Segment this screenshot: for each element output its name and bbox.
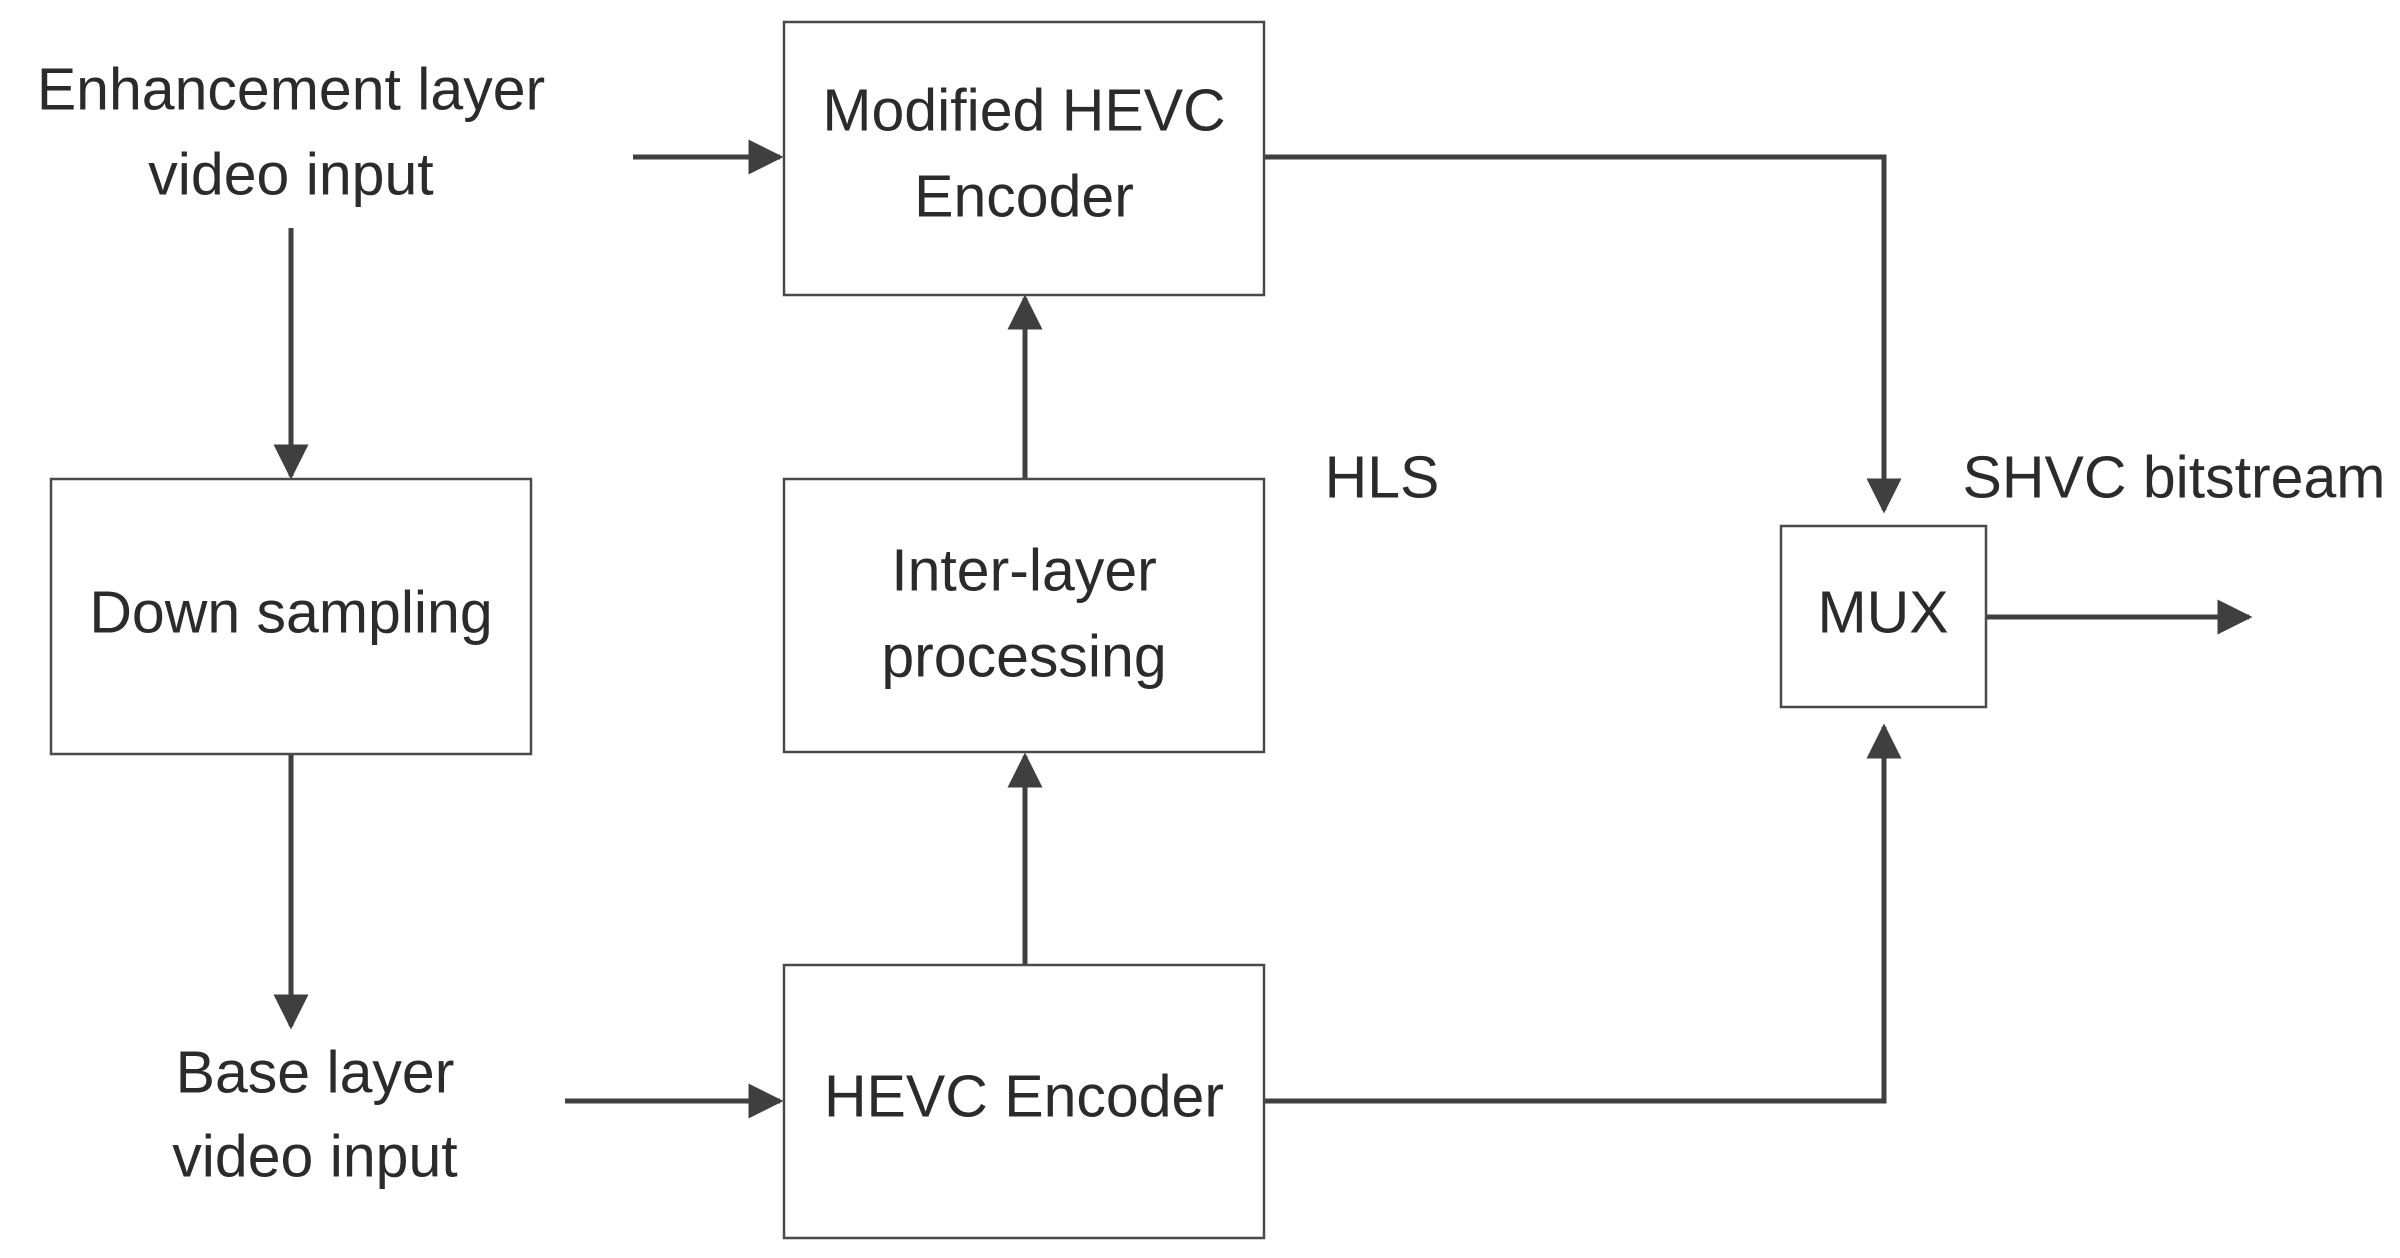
modified-hevc-encoder-label-line1: Modified HEVC (822, 78, 1225, 144)
mux-node: MUX (1779, 524, 1988, 709)
edge-modified-encoder-to-mux (1264, 154, 1902, 514)
base-layer-input-label: Base layer video input (172, 1040, 457, 1190)
base-layer-input-line1: Base layer (176, 1040, 455, 1106)
modified-hevc-encoder-node: Modified HEVC Encoder (782, 20, 1266, 297)
enhancement-layer-input-label: Enhancement layer video input (37, 57, 545, 208)
inter-layer-processing-label-line2: processing (881, 624, 1166, 690)
enhancement-layer-input-line2: video input (148, 142, 433, 208)
hevc-encoder-label: HEVC Encoder (824, 1064, 1224, 1130)
base-layer-input-line2: video input (172, 1124, 457, 1190)
down-sampling-label: Down sampling (89, 580, 492, 646)
edge-hevc-encoder-to-mux (1264, 723, 1902, 1104)
down-sampling-node: Down sampling (49, 477, 533, 756)
inter-layer-processing-node: Inter-layer processing (782, 477, 1266, 754)
shvc-bitstream-label: SHVC bitstream (1963, 445, 2386, 511)
enhancement-layer-input-line1: Enhancement layer (37, 57, 545, 123)
inter-layer-processing-label-line1: Inter-layer (891, 538, 1157, 604)
modified-hevc-encoder-label-line2: Encoder (914, 164, 1134, 230)
hls-label: HLS (1325, 445, 1440, 511)
hevc-encoder-node: HEVC Encoder (782, 963, 1266, 1240)
mux-label: MUX (1817, 580, 1948, 646)
